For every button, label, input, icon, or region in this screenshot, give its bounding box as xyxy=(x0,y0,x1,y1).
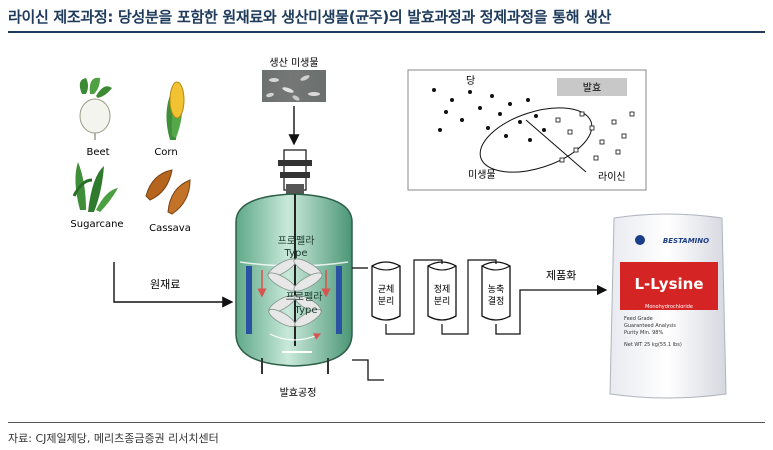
microbe-label: 생산 미생물 xyxy=(269,57,318,69)
tank-cell-separation xyxy=(371,261,401,321)
tank1-line2: 분리 xyxy=(378,296,395,307)
beet-label: Beet xyxy=(86,147,109,158)
impeller-label-top: 프로펠라 xyxy=(278,235,315,247)
lysine-product-bag xyxy=(609,213,727,399)
fermentation-inset xyxy=(407,69,647,191)
raw-material-arrow xyxy=(113,262,234,308)
product-arrow xyxy=(495,284,608,335)
cassava-label: Cassava xyxy=(149,223,191,234)
title-divider xyxy=(8,31,765,33)
corn-icon xyxy=(166,81,185,140)
footer-divider xyxy=(8,422,765,423)
inset-microbe-label: 미생물 xyxy=(468,169,496,181)
impeller-type-bottom: Type xyxy=(294,305,318,316)
productization-label: 제품화 xyxy=(546,269,576,282)
bag-line3: Purity Min. 98% xyxy=(624,330,663,336)
pipe-tank1-tank2 xyxy=(385,259,443,335)
cassava-icon xyxy=(145,169,191,215)
tank-concentration xyxy=(481,261,511,321)
inset-fermentation-label: 발효 xyxy=(583,82,601,94)
beet-icon xyxy=(79,77,112,140)
tank-purification xyxy=(427,261,457,321)
inset-sugar-label: 당 xyxy=(466,75,475,87)
source-note: 자료: CJ제일제당, 메리츠종금증권 리서치센터 xyxy=(8,432,219,445)
page-title: 라이신 제조과정: 당성분을 포함한 원재료와 생산미생물(균주)의 발효과정과… xyxy=(8,8,612,26)
impeller-type-top: Type xyxy=(284,248,308,259)
pipe-fermenter-out xyxy=(352,359,384,381)
tank1-line1: 균체 xyxy=(378,284,395,295)
sugarcane-label: Sugarcane xyxy=(70,219,123,230)
fermentation-process-label: 발효공정 xyxy=(280,387,317,399)
fermenter-tank xyxy=(235,149,353,367)
bag-brand: BESTAMINO xyxy=(663,237,709,245)
inset-lysine-label: 라이신 xyxy=(598,171,626,183)
sugarcane-icon xyxy=(72,162,118,212)
tank3-line1: 농축 xyxy=(488,284,505,295)
bag-line1: Feed Grade xyxy=(624,316,653,322)
corn-label: Corn xyxy=(154,147,177,158)
tank2-line1: 정제 xyxy=(434,284,451,295)
tank3-line2: 결정 xyxy=(488,296,505,307)
microbe-micrograph xyxy=(262,70,326,102)
pipe-tank2-tank3 xyxy=(441,259,497,335)
tank2-line2: 분리 xyxy=(434,296,451,307)
bag-line2: Guaranteed Analysis xyxy=(624,323,676,329)
bag-weight: Net WT 25 kg(55.1 lbs) xyxy=(624,342,682,348)
raw-material-label: 원재료 xyxy=(150,278,180,291)
bag-subtitle: Monohydrochloride xyxy=(645,304,693,310)
impeller-label-bottom: 프로펠라 xyxy=(286,291,323,303)
bag-product-name: L-Lysine xyxy=(634,275,703,293)
